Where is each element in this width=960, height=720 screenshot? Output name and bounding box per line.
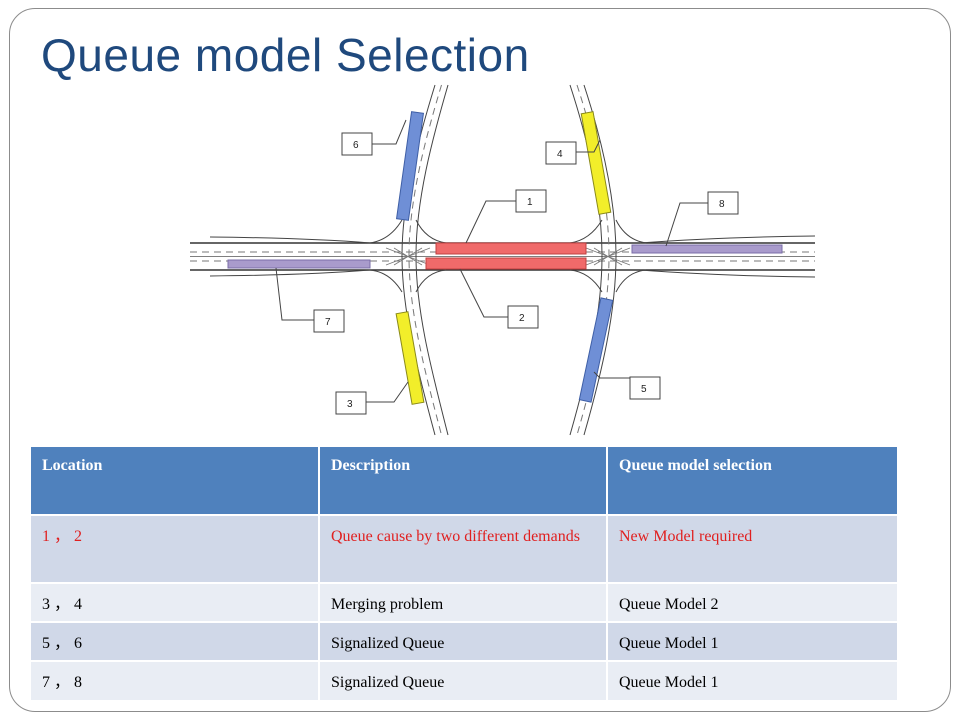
queue-zone-6 (395, 111, 425, 221)
main-highway (190, 235, 816, 278)
callout-label-2: 2 (519, 313, 525, 324)
queue-zone-8 (631, 244, 783, 254)
callout-label-3: 3 (347, 399, 353, 410)
cell-location: 7 ， 8 (31, 660, 320, 700)
cell-description: Queue cause by two different demands (319, 514, 608, 583)
interchange-diagram: 6 4 1 8 7 2 5 3 (190, 80, 820, 440)
header-queue-model: Queue model selection (607, 447, 897, 515)
cell-queue-model: New Model required (607, 514, 897, 583)
callout-label-5: 5 (641, 384, 647, 395)
cell-location: 5 ， 6 (31, 621, 320, 661)
cell-queue-model: Queue Model 1 (607, 621, 897, 661)
queue-zone-4 (580, 111, 612, 215)
callout-box-5 (629, 376, 661, 400)
cell-queue-model: Queue Model 1 (607, 660, 897, 700)
queue-model-table: Location Description Queue model selecti… (31, 447, 897, 700)
header-description: Description (319, 447, 608, 515)
cell-location: 1 ， 2 (31, 514, 320, 583)
cell-description: Signalized Queue (319, 621, 608, 661)
cell-description: Signalized Queue (319, 660, 608, 700)
cell-queue-model: Queue Model 2 (607, 582, 897, 622)
callout-label-6: 6 (353, 140, 359, 151)
table-row: 3 ， 4 Merging problem Queue Model 2 (31, 582, 897, 622)
callout-label-4: 4 (557, 149, 563, 160)
queue-zone-2 (425, 257, 587, 270)
cell-description: Merging problem (319, 582, 608, 622)
interchange-svg: 6 4 1 8 7 2 5 3 (190, 84, 816, 436)
header-location: Location (31, 447, 320, 515)
cell-location: 3 ， 4 (31, 582, 320, 622)
table-row: 7 ， 8 Signalized Queue Queue Model 1 (31, 660, 897, 700)
table-header-row: Location Description Queue model selecti… (31, 447, 897, 515)
callout-label-7: 7 (325, 317, 331, 328)
callout-box-3 (335, 391, 367, 415)
callout-label-1: 1 (527, 197, 533, 208)
callout-box-4 (545, 141, 577, 165)
callout-box-7 (313, 309, 345, 333)
callout-label-8: 8 (719, 199, 725, 210)
queue-zone-7 (227, 259, 371, 269)
table-row: 5 ， 6 Signalized Queue Queue Model 1 (31, 621, 897, 661)
queue-zone-3 (395, 311, 425, 405)
slide-title: Queue model Selection (41, 29, 530, 81)
table-row: 1 ， 2 Queue cause by two different deman… (31, 514, 897, 583)
queue-zone-1 (435, 242, 587, 255)
queue-zone-5 (578, 297, 614, 403)
junction-marks (385, 247, 631, 266)
